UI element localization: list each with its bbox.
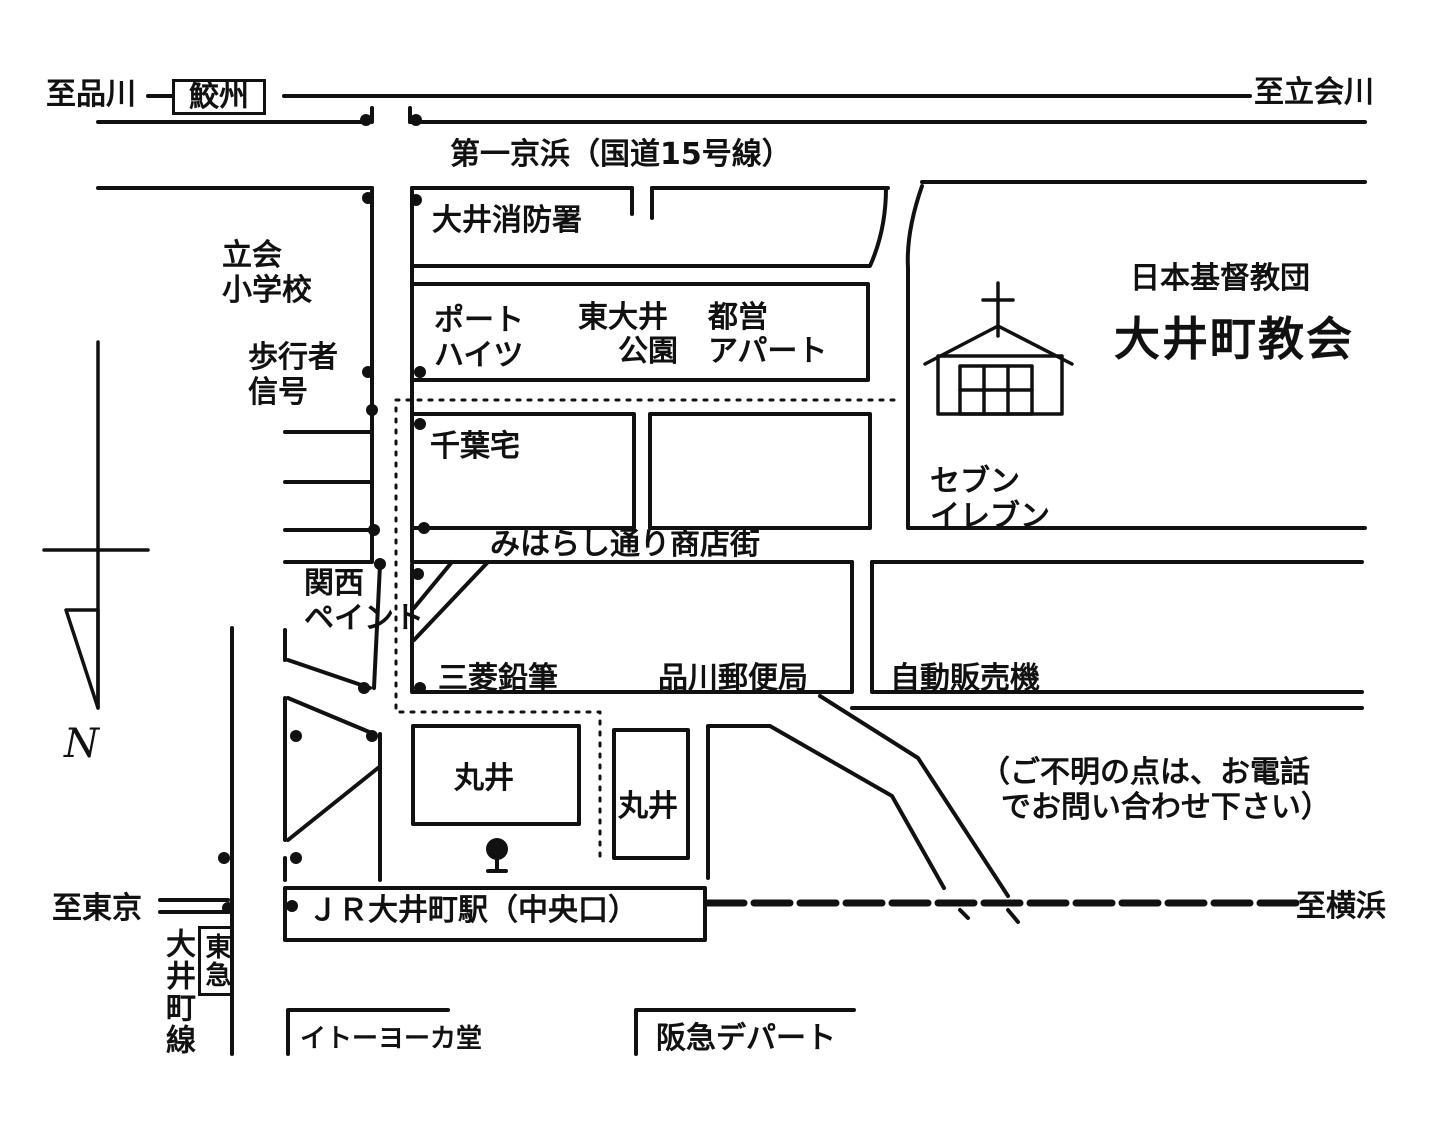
jr-station-box bbox=[283, 886, 707, 942]
label-to-tokyo: 至東京 bbox=[52, 891, 142, 926]
label-marui-1: 丸井 bbox=[454, 761, 514, 796]
label-vending-machine: 自動販売機 bbox=[890, 661, 1040, 696]
north-arrow-icon bbox=[42, 340, 150, 710]
label-kansai-paint: 関西 ペイント bbox=[304, 566, 424, 637]
label-to-yokohama: 至横浜 bbox=[1296, 889, 1386, 924]
map-dots bbox=[218, 114, 430, 914]
block-marui-1 bbox=[411, 724, 581, 826]
block-ito-yokado bbox=[286, 1008, 450, 1056]
block-vending-machine bbox=[870, 560, 1364, 694]
label-apartment: アパート bbox=[708, 334, 828, 369]
label-oi-fire-station: 大井消防署 bbox=[432, 203, 582, 238]
contact-note: （ご不明の点は、お電話 でお問い合わせ下さい） bbox=[980, 755, 1331, 825]
north-label: N bbox=[64, 721, 99, 767]
label-metro: 都営 bbox=[708, 300, 768, 335]
block-east bbox=[648, 412, 872, 530]
label-marui-2: 丸井 bbox=[618, 789, 678, 824]
landmark-tree-icon bbox=[486, 838, 508, 873]
label-jr-oimachi-station: ＪＲ大井町駅（中央口） bbox=[308, 893, 638, 928]
label-to-tachiaigawa: 至立会川 bbox=[1254, 75, 1374, 110]
station-samezu: 鮫州 bbox=[172, 79, 266, 115]
label-to-shinagawa: 至品川 bbox=[46, 77, 136, 112]
block-post-office bbox=[410, 560, 854, 694]
label-tokyu: 東急 bbox=[198, 926, 234, 996]
label-seven-eleven: セブン イレブン bbox=[930, 464, 1050, 535]
walking-route bbox=[394, 398, 902, 858]
label-hankyu-department: 阪急デパート bbox=[656, 1021, 836, 1056]
label-park: 公園 bbox=[618, 334, 678, 369]
label-church-name: 大井町教会 bbox=[1114, 312, 1354, 366]
jr-rail-line bbox=[158, 898, 1304, 914]
label-ito-yokado: イトーヨーカ堂 bbox=[300, 1024, 483, 1054]
diagonal-road-southeast bbox=[706, 694, 1020, 924]
block-marui-2 bbox=[612, 728, 690, 860]
mihara-street bbox=[410, 560, 1364, 642]
route-15-road bbox=[96, 120, 1367, 190]
block-port-heights bbox=[410, 282, 870, 382]
label-shinagawa-post-office: 品川郵便局 bbox=[658, 661, 808, 696]
church-block bbox=[905, 184, 1367, 530]
block-fire-station bbox=[410, 186, 888, 268]
label-route-15: 第一京浜（国道15号線） bbox=[450, 137, 792, 172]
label-port-heights: ポート ハイツ bbox=[434, 303, 524, 374]
block-chiba-residence bbox=[410, 412, 636, 530]
church-building bbox=[923, 281, 1074, 416]
label-higashi-oi: 東大井 bbox=[578, 300, 668, 335]
label-elementary-school: 立会 小学校 bbox=[222, 238, 312, 309]
label-mitsubishi-pencil: 三菱鉛筆 bbox=[438, 661, 558, 696]
block-hankyu bbox=[634, 1008, 856, 1056]
diagonal-streets-west bbox=[283, 628, 382, 882]
side-streets-west bbox=[283, 430, 374, 564]
label-pedestrian-signal: 歩行者 信号 bbox=[248, 340, 338, 411]
label-church-org: 日本基督教団 bbox=[1130, 261, 1310, 296]
label-oimachi-line: 大井町線 bbox=[160, 928, 195, 1056]
label-chiba-residence: 千葉宅 bbox=[430, 429, 520, 464]
label-mihara-street: みはらし通り商店街 bbox=[490, 527, 760, 562]
